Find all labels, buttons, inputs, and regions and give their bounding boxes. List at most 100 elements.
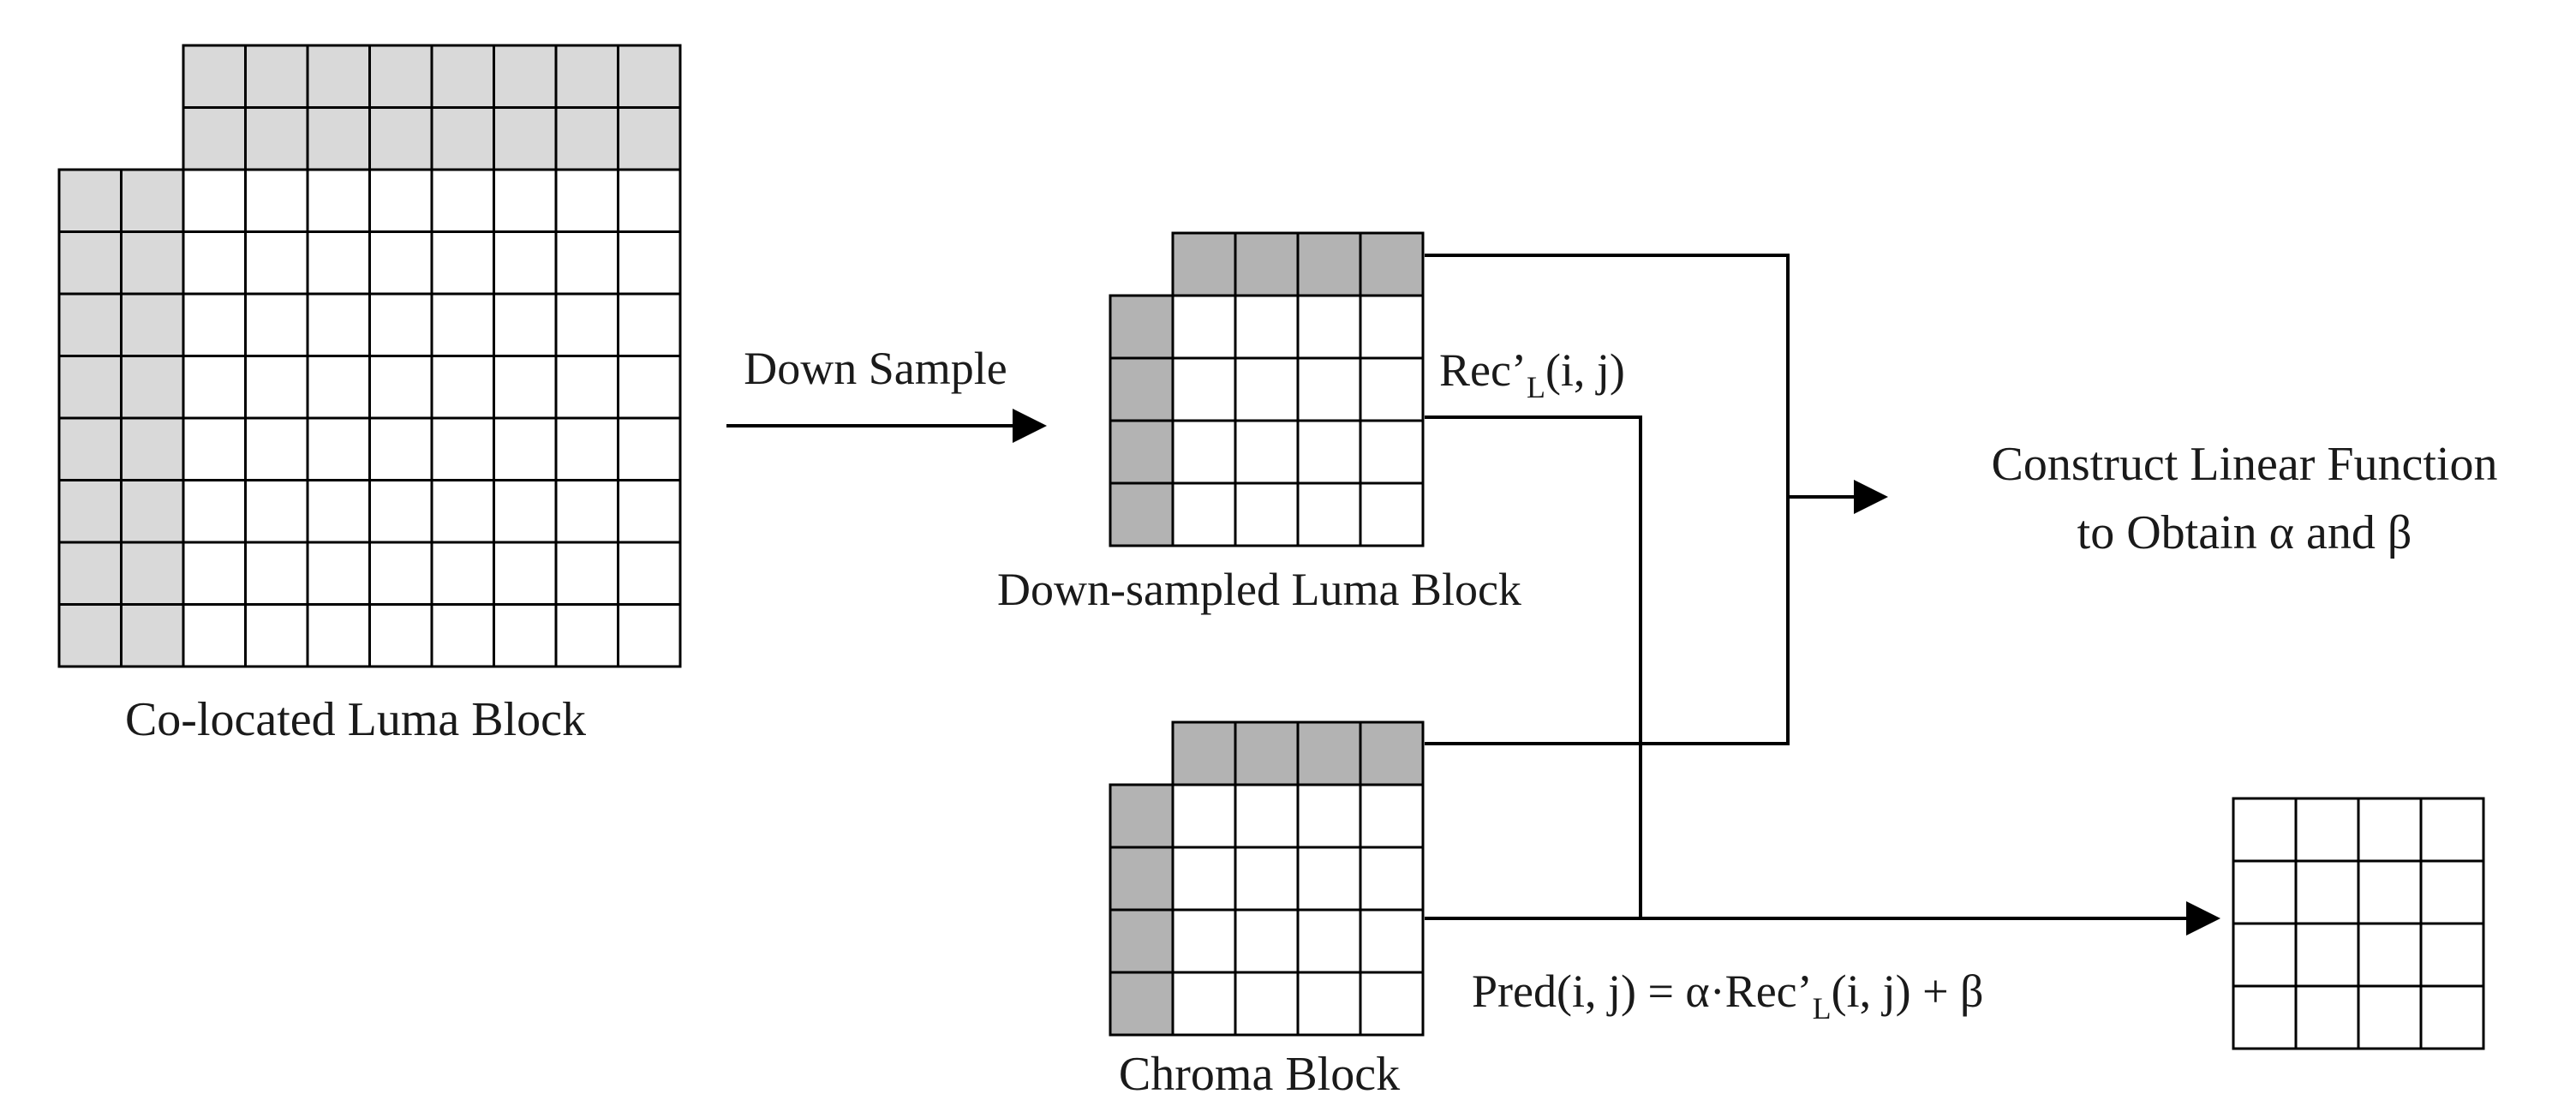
top-neighbor-cell [1171, 720, 1237, 786]
grid-cell [493, 230, 558, 296]
rec-to-pred-line [1425, 416, 1642, 918]
grid-cell [430, 541, 495, 606]
top-neighbor-cell [1234, 720, 1300, 786]
grid-cell [1171, 294, 1237, 360]
chroma-block [1109, 720, 1425, 1037]
grid-cell [1359, 356, 1425, 422]
top-neighbor-cell [493, 106, 558, 171]
grid-cell [493, 541, 558, 606]
grid-cell [1171, 419, 1237, 485]
grid-cell [430, 603, 495, 668]
luma-top-to-merge-line [1425, 254, 1790, 745]
rec-subscript: L [1527, 370, 1545, 404]
grid-cell [306, 230, 371, 296]
grid-cell [368, 603, 433, 668]
grid-cell [306, 416, 371, 481]
grid-cell [2357, 797, 2423, 863]
left-neighbor-cell [120, 416, 185, 481]
top-neighbor-cell [244, 44, 309, 109]
grid-cell [554, 168, 619, 233]
grid-cell [244, 230, 309, 296]
top-neighbor-cell [1359, 231, 1425, 297]
grid-cell [244, 416, 309, 481]
top-neighbor-cell [617, 44, 682, 109]
grid-cell [182, 292, 247, 357]
left-neighbor-cell [57, 479, 123, 544]
grid-cell [2294, 984, 2360, 1050]
grid-cell [306, 168, 371, 233]
top-neighbor-cell [1296, 720, 1362, 786]
grid-cell [554, 479, 619, 544]
top-neighbor-cell [430, 106, 495, 171]
left-neighbor-cell [1109, 294, 1174, 360]
rec-prefix: Rec’ [1439, 344, 1527, 396]
grid-cell [617, 416, 682, 481]
grid-cell [1359, 783, 1425, 849]
grid-cell [368, 416, 433, 481]
rec-label: Rec’L(i, j) [1439, 344, 1625, 404]
left-neighbor-cell [120, 479, 185, 544]
grid-cell [617, 479, 682, 544]
left-neighbor-cell [57, 541, 123, 606]
construct-line2: to Obtain α and β [2077, 506, 2412, 559]
grid-cell [430, 479, 495, 544]
grid-cell [368, 479, 433, 544]
left-neighbor-cell [57, 355, 123, 420]
left-neighbor-cell [120, 603, 185, 668]
grid-cell [182, 230, 247, 296]
grid-cell [1359, 971, 1425, 1037]
grid-cell [617, 168, 682, 233]
grid-cell [306, 355, 371, 420]
grid-cell [244, 541, 309, 606]
grid-cell [2357, 984, 2423, 1050]
grid-cell [493, 603, 558, 668]
grid-cell [430, 292, 495, 357]
left-neighbor-cell [120, 168, 185, 233]
left-neighbor-cell [120, 292, 185, 357]
grid-cell [554, 230, 619, 296]
grid-cell [617, 292, 682, 357]
left-neighbor-cell [120, 230, 185, 296]
grid-cell [182, 603, 247, 668]
grid-cell [1234, 356, 1300, 422]
left-neighbor-cell [120, 541, 185, 606]
pred-formula: Pred(i, j) = α·Rec’L(i, j) + β [1472, 966, 1984, 1025]
left-neighbor-cell [120, 355, 185, 420]
down-sample-label: Down Sample [744, 343, 1007, 394]
grid-cell [430, 416, 495, 481]
grid-cell [1171, 846, 1237, 912]
grid-cell [182, 479, 247, 544]
grid-cell [1234, 419, 1300, 485]
top-neighbor-cell [554, 106, 619, 171]
grid-cell [1359, 294, 1425, 360]
construct-line1: Construct Linear Function [1991, 438, 2497, 491]
grid-cell [306, 479, 371, 544]
grid-cell [182, 541, 247, 606]
grid-cell [2357, 859, 2423, 925]
grid-cell [554, 541, 619, 606]
grid-cell [1234, 783, 1300, 849]
grid-cell [554, 416, 619, 481]
grid-cell [244, 292, 309, 357]
grid-cell [368, 230, 433, 296]
grid-cell [244, 603, 309, 668]
top-neighbor-cell [493, 44, 558, 109]
grid-cell [244, 479, 309, 544]
grid-cell [368, 355, 433, 420]
grid-cell [2419, 984, 2485, 1050]
grid-cell [182, 355, 247, 420]
left-neighbor-cell [1109, 783, 1174, 849]
left-neighbor-cell [1109, 846, 1174, 912]
grid-cell [1359, 419, 1425, 485]
grid-cell [617, 230, 682, 296]
grid-cell [368, 541, 433, 606]
grid-cell [554, 355, 619, 420]
top-neighbor-cell [306, 106, 371, 171]
left-neighbor-cell [1109, 908, 1174, 974]
grid-cell [2419, 859, 2485, 925]
grid-cell [2232, 859, 2298, 925]
pred-prefix: Pred(i, j) = α·Rec’ [1472, 966, 1813, 1017]
grid-cell [2294, 922, 2360, 988]
grid-cell [306, 292, 371, 357]
